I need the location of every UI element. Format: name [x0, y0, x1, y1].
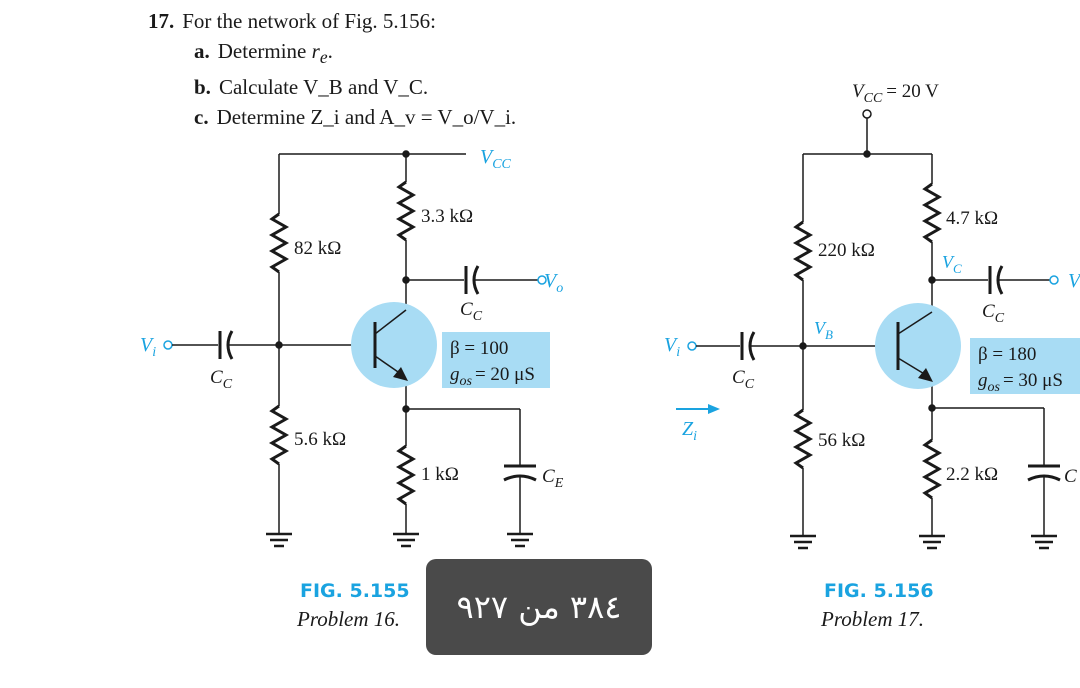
problem-17: 17. For the network of Fig. 5.156: a. Dete…	[148, 6, 516, 132]
fig-156-title: FIG. 5.156	[824, 580, 934, 602]
resistor-2-2k	[921, 438, 943, 500]
cap-label: CC	[732, 367, 755, 392]
transistor-npn-icon	[351, 302, 437, 388]
input-label: Vi	[140, 334, 156, 360]
cc-label: CC	[460, 299, 483, 324]
item-subscript: e	[319, 47, 328, 68]
item-label: c.	[194, 105, 209, 130]
item-text: Determine	[217, 39, 312, 63]
param-box	[442, 332, 550, 388]
resistor-220k	[792, 220, 814, 282]
ce-label: C	[1064, 466, 1077, 487]
item-text: Determine Z_i and A_v = V_o/V_i.	[216, 105, 517, 130]
item-text: Calculate V_B and V_C.	[218, 75, 429, 100]
problem-number: 17.	[148, 9, 175, 33]
r2-label: 5.6 kΩ	[294, 429, 346, 450]
item-label: b.	[194, 75, 211, 100]
r2-label: 56 kΩ	[818, 430, 865, 451]
output-label: Vo	[544, 270, 563, 296]
r1-label: 82 kΩ	[294, 238, 341, 259]
page-counter-badge: ٣٨٤ من ٩٢٧	[426, 559, 652, 655]
fig-155-subtitle: Problem 16.	[296, 607, 400, 631]
resistor-82k	[268, 212, 290, 274]
vcc-label: VCC= 20 V	[852, 81, 939, 106]
ground-icon	[507, 532, 533, 548]
ground-icon	[393, 532, 419, 548]
output-label: V	[1068, 270, 1080, 292]
figure-5-155	[163, 150, 547, 548]
problem-item-b: b. Calculate V_B and V_C.	[148, 72, 516, 102]
ground-icon	[1031, 534, 1057, 550]
vb-label: VB	[814, 318, 833, 342]
beta-label: β = 100	[450, 338, 508, 359]
fig-155-title: FIG. 5.155	[300, 580, 410, 602]
param-box	[970, 338, 1080, 394]
ce-label: CE	[542, 466, 564, 491]
r1-label: 220 kΩ	[818, 240, 875, 261]
re-label: 2.2 kΩ	[946, 464, 998, 485]
page-counter-text: ٣٨٤ من ٩٢٧	[456, 588, 622, 626]
problem-item-c: c. Determine Z_i and A_v = V_o/V_i.	[148, 102, 516, 132]
problem-item-a: a. Determine re.	[148, 36, 516, 72]
problem-intro-line: 17. For the network of Fig. 5.156:	[148, 6, 516, 36]
figure-5-156	[687, 109, 1061, 550]
cc-label: CC	[982, 301, 1005, 326]
fig-156-subtitle: Problem 17.	[820, 607, 924, 631]
gos-label: gos= 30 μS	[978, 370, 1063, 395]
rc-label: 3.3 kΩ	[421, 206, 473, 227]
transistor-npn-icon	[875, 303, 961, 389]
input-label: Vi	[664, 334, 680, 360]
beta-label: β = 180	[978, 344, 1036, 365]
vcc-label: VCC	[480, 146, 512, 172]
problem-intro: For the network of Fig. 5.156:	[182, 9, 436, 33]
resistor-56k	[792, 408, 814, 470]
zi-label: Zi	[682, 418, 697, 444]
zi-arrow-icon	[676, 404, 720, 414]
resistor-5-6k	[268, 404, 290, 466]
ground-icon	[266, 532, 292, 548]
item-text-end: .	[327, 39, 333, 63]
rc-label: 4.7 kΩ	[946, 208, 998, 229]
item-symbol: r	[311, 39, 320, 63]
ground-icon	[919, 534, 945, 550]
resistor-1k	[395, 444, 417, 506]
vc-label: VC	[942, 252, 962, 276]
ground-icon	[790, 534, 816, 550]
resistor-3-3k	[395, 180, 417, 242]
gos-label: gos= 20 μS	[450, 364, 535, 389]
cap-label: CC	[210, 367, 233, 392]
resistor-4-7k	[921, 182, 943, 244]
item-label: a.	[194, 39, 210, 63]
re-label: 1 kΩ	[421, 464, 459, 485]
